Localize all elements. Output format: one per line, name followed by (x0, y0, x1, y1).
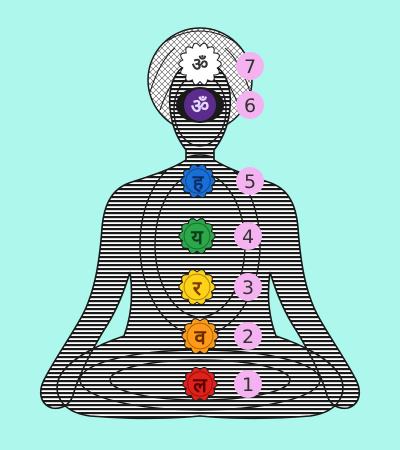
chakra-syllable: य (190, 225, 204, 249)
chakra-number: 3 (242, 277, 254, 299)
chakra-syllable: ॐ (192, 55, 208, 76)
manipura-icon: र (178, 269, 216, 305)
chakra-number-badge: 3 (234, 273, 262, 301)
svadhisthana-icon: व (181, 318, 219, 354)
anahata-icon: य (178, 218, 216, 254)
chakra-number: 2 (242, 326, 254, 348)
chakra-syllable: ल (192, 373, 208, 397)
chakra-number: 5 (244, 171, 256, 193)
chakra-number: 4 (242, 226, 254, 248)
chakra-number-badge: 7 (236, 52, 264, 80)
chakra-number-badge: 6 (236, 91, 264, 119)
chakra-number-badge: 1 (234, 370, 262, 398)
chakra-number: 7 (244, 56, 256, 78)
ajna-icon: ॐ (176, 87, 224, 123)
chakra-syllable: ह (192, 170, 205, 194)
muladhara-icon: ल (182, 367, 218, 401)
chakra-number-badge: 2 (234, 322, 262, 350)
chakra-syllable: ॐ (191, 94, 209, 118)
chakra-syllable: र (192, 276, 202, 300)
chakra-number-badge: 4 (234, 222, 262, 250)
chakra-number-badge: 5 (236, 167, 264, 195)
vishuddha-icon: ह (180, 164, 216, 198)
crown-lotus-icon: ॐ (178, 42, 222, 86)
chakra-syllable: व (193, 325, 206, 349)
chakra-number: 1 (242, 374, 254, 396)
chakra-number: 6 (244, 95, 256, 117)
